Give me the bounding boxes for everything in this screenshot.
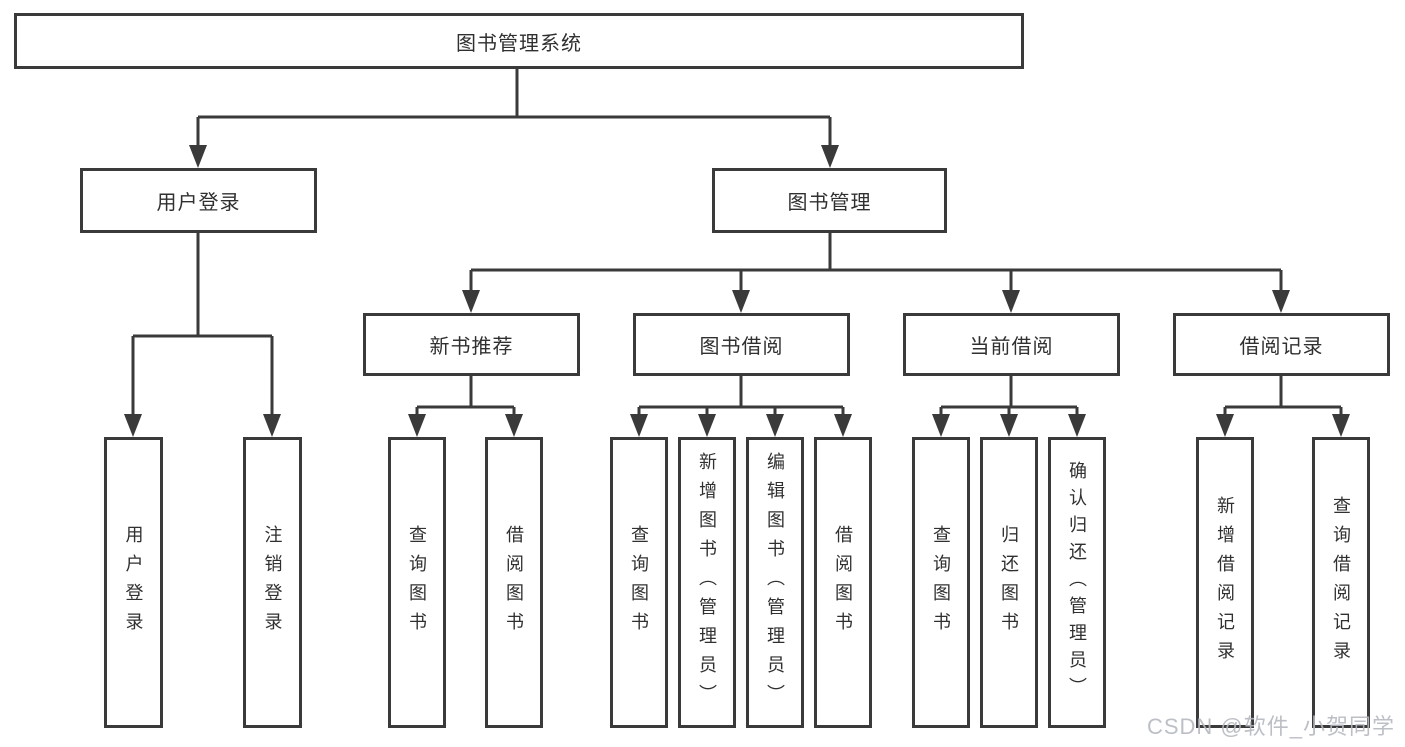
node-return-books-label: 归还图书 — [999, 524, 1019, 641]
connector-user-login — [131, 233, 274, 419]
node-user-login-label: 用户登录 — [156, 192, 241, 214]
node-newbooks-borrow-books-label: 借阅图书 — [504, 524, 524, 641]
node-user-login-leaf: 用户登录 — [104, 437, 163, 728]
node-borrowing-records-label: 借阅记录 — [1239, 336, 1324, 358]
node-add-books-admin: 新增图书（管理员） — [678, 437, 736, 728]
connector-root — [196, 69, 832, 149]
connector-current — [939, 376, 1079, 419]
node-query-borrow-record-label: 查询借阅记录 — [1331, 495, 1351, 670]
node-newbooks-borrow-books: 借阅图书 — [485, 437, 543, 728]
connector-book-mgmt — [469, 233, 1283, 295]
node-borrowing-borrow-books-label: 借阅图书 — [833, 524, 853, 641]
node-borrowing-borrow-books: 借阅图书 — [814, 437, 872, 728]
node-add-books-admin-label: 新增图书（管理员） — [697, 452, 717, 713]
node-edit-books-admin: 编辑图书（管理员） — [746, 437, 804, 728]
node-current-query-books: 查询图书 — [912, 437, 970, 728]
node-root-label: 图书管理系统 — [456, 32, 582, 55]
node-confirm-return-admin: 确认归还（管理员） — [1048, 437, 1106, 728]
node-book-borrowing: 图书借阅 — [633, 313, 850, 376]
node-confirm-return-admin-label: 确认归还（管理员） — [1067, 461, 1087, 704]
node-newbooks-query-books-label: 查询图书 — [407, 524, 427, 641]
connector-records — [1223, 376, 1343, 419]
watermark: CSDN @软件_小贺同学 — [1146, 714, 1395, 739]
node-logout-label: 注销登录 — [262, 524, 283, 641]
node-borrowing-query-books: 查询图书 — [610, 437, 668, 728]
connector-new-books — [415, 376, 516, 419]
node-new-book-recommend-label: 新书推荐 — [429, 336, 514, 358]
node-edit-books-admin-label: 编辑图书（管理员） — [765, 452, 785, 713]
node-add-borrow-record: 新增借阅记录 — [1196, 437, 1254, 728]
node-book-management-label: 图书管理 — [787, 192, 872, 214]
node-current-borrowing-label: 当前借阅 — [969, 336, 1054, 358]
node-new-book-recommend: 新书推荐 — [363, 313, 580, 376]
node-query-borrow-record: 查询借阅记录 — [1312, 437, 1370, 728]
node-book-borrowing-label: 图书借阅 — [699, 336, 784, 358]
connector-borrowing — [637, 376, 845, 419]
node-add-borrow-record-label: 新增借阅记录 — [1215, 495, 1235, 670]
node-borrowing-query-books-label: 查询图书 — [629, 524, 649, 641]
node-root: 图书管理系统 — [14, 13, 1024, 69]
node-user-login: 用户登录 — [80, 168, 317, 233]
node-current-borrowing: 当前借阅 — [903, 313, 1120, 376]
node-logout: 注销登录 — [243, 437, 302, 728]
node-book-management: 图书管理 — [712, 168, 947, 233]
node-return-books: 归还图书 — [980, 437, 1038, 728]
node-user-login-leaf-label: 用户登录 — [123, 524, 144, 641]
node-current-query-books-label: 查询图书 — [931, 524, 951, 641]
node-borrowing-records: 借阅记录 — [1173, 313, 1390, 376]
node-newbooks-query-books: 查询图书 — [388, 437, 446, 728]
